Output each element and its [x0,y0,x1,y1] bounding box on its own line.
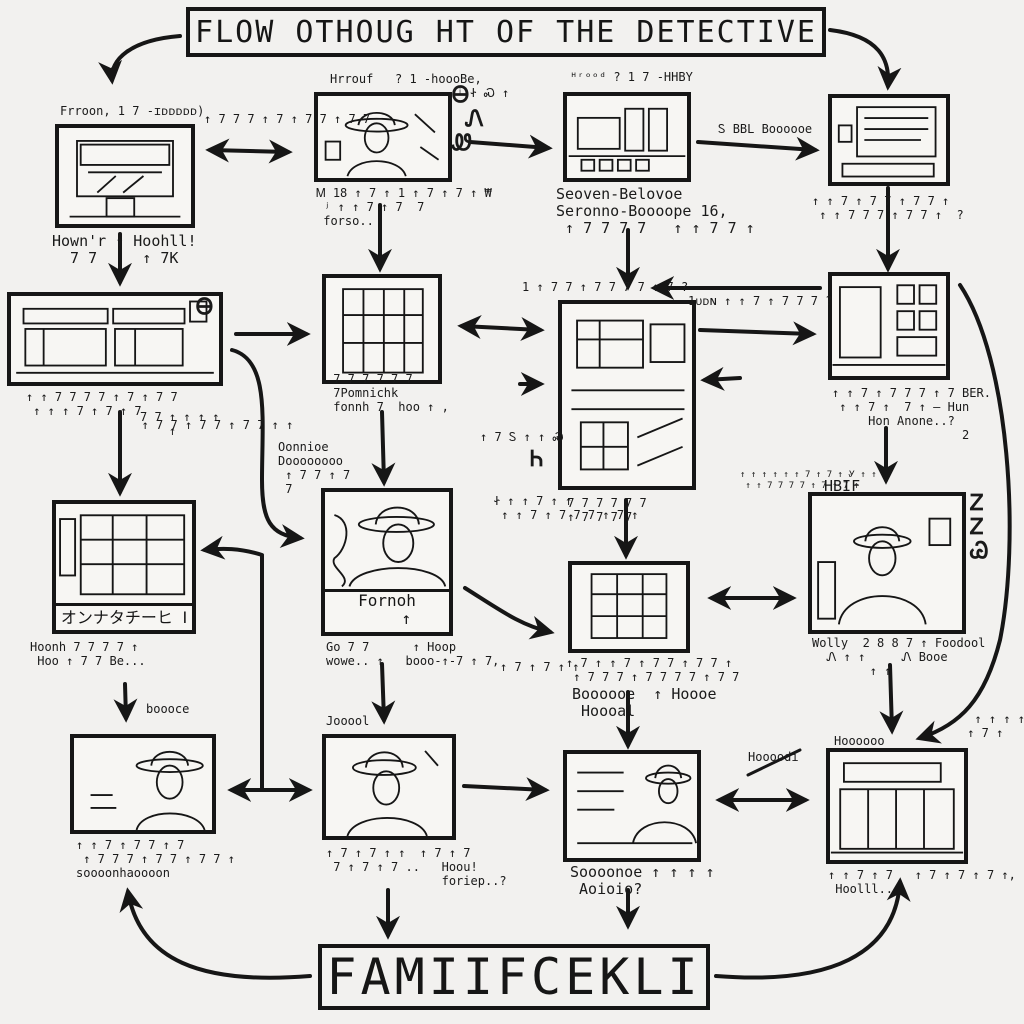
edge-note: Hoooodi [748,750,799,764]
node-r4c1 [70,734,216,834]
connector-arrow [462,777,550,802]
node-r1c4 [828,94,950,186]
connector-arrow [879,663,904,735]
node-inner-label: Fornoh ↑ [325,589,449,632]
storefront-sketch [830,762,964,854]
detective-closeup-sketch [332,506,447,588]
connector-arrow [371,662,396,725]
node-r3c1: オンナタチーヒ Ⅰ [52,500,196,634]
edge-note: ↑ ↑ ↑ ↑ ↑ ↑ 7 ↑ 7 ↑ Ꮍ ↑ ↑ ↑ ↑ 7 7 7 7 ↑ … [740,470,877,491]
node-caption: Hrrouf ? 1 -hoooBe, [330,72,482,86]
archive-sketch [590,573,668,639]
shop-street-sketch [16,300,214,374]
edge-note: ʲ Ꮠ Ꮝ ↑ [456,86,510,100]
diagram-footer-box: FAMIIFCEKLI [318,944,710,1010]
node-r4c4 [826,748,968,864]
connector-arrow [457,314,545,342]
node-r4c2 [322,734,456,840]
edge-note: Jooool [326,714,370,728]
edge-glyph: Ꮎ [196,295,214,320]
edge-note: HBIF [824,477,861,495]
connector-arrow [714,877,911,980]
connector-arrow [696,136,820,161]
connector-arrow [828,28,902,91]
node-r1c1 [55,124,195,228]
connector-arrow [230,348,305,549]
node-caption: ↑ 7 ↑ 7 ↑ ↑ ↑ 7 ↑ 7 7 ↑ 7 ↑ 7 .. Hoou! f… [326,846,507,888]
node-caption: Wolly 2 8 8 7 ↑ Foodool Ꮑ ↑ ↑ Ꮑ Booe ↑ ↑ [812,636,986,678]
node-inner-label: オンナタチーヒ Ⅰ [56,603,192,630]
node-caption: ↑ ↑ 7 ↑ 7 ↑ 7 ↑ 7 ↑ 7 ↑, Hoolll.. [828,868,1016,896]
building-sketch [342,288,424,374]
edge-note: Ꮪ BBL Boooooe [718,122,813,136]
edge-note: Hoooooo [834,734,885,748]
shop-interior-sketch [59,514,186,596]
node-r2c1 [7,292,223,386]
node-caption: Frroon, 1 7 -ɪᴅᴅᴅᴅᴅ) [60,104,205,118]
connector-arrow [98,34,182,85]
node-caption: ↑ ↑ 7 ↑ 7 7 ↑ 7 ↑ 7 7 7 ↑ 7 7 ↑ 7 7 ↑ so… [76,838,235,880]
connector-arrow [119,887,312,980]
node-r2c3 [558,300,696,490]
node-caption: 7 7 7 7 7 7 7Pomnichk fonnh 7 hoo ↑ , [333,372,449,414]
street-corner-sketch [832,284,946,366]
edge-glyph: Ꮒ [530,447,544,472]
node-r2c2 [322,274,442,384]
node-caption: ᴴʳᵒᵒᵈ ? 1 7 -HHBY [570,70,693,84]
node-caption: Seoven-Belovoe Seronno-Boooope 16, ↑ 7 7… [556,185,755,237]
detective-hat-sketch [90,751,206,830]
storefront-sketch [69,140,181,218]
node-r1c3 [563,92,691,182]
node-caption: Hoonh 7 7 7 7 ↑ Hoo ↑ 7 7 Be... [30,640,146,668]
connector-arrow [113,682,138,723]
node-r3c4 [808,492,966,634]
connector-line [746,748,802,777]
node-r4c3 [563,750,701,862]
connector-arrow [468,134,553,159]
node-caption: Go 7 7 ↑ Hoop wowe.. ↑ booo-↑-7 ↑ 7, [326,640,500,668]
node-caption: ↑ ↑ 7 7 7 7 ↑ 7 ↑ 7 7 ↑ ↑ ↑ 7 ↑ 7 ↑ 7 ↑ … [26,390,294,432]
node-r3c3 [568,561,690,653]
node-r3c2: Fornoh ↑ [321,488,453,636]
edge-glyph: Ꮎ Ꮑ Ꮺ [452,83,484,156]
detective-portrait-sketch [346,750,439,836]
connector-arrow [700,366,742,391]
edge-glyph: Ꮓ Ꮓ Ꮚ [970,491,989,564]
connector-arrow [371,410,396,487]
edge-note: ↑ ↑ ↑ ↑ 7 ↑ 7 ↑ [967,712,1024,740]
detective-figure-sketch [817,517,952,625]
edge-note: boooce [146,702,190,716]
node-caption: Soooonoe ↑ ↑ ↑ ↑ Aoioio? [570,863,715,898]
edge-note: Ꮠ ↑ ↑ 7 ↑ ↑ ↑ ↑ 7 ↑ 7 7 7 ↑ 7 ↑ [494,494,639,522]
edge-note: 7 7 ↑ ↑ ↑ ↑ ↑ [140,410,220,438]
edge-note: ↑ 7 7 7 ↑ 7 ↑ 7 7 ↑ 7 7 [204,112,371,126]
computer-desk-sketch [568,107,686,172]
node-caption: Hown'r ↑ Hoohll! 7 7 ↑ 7K [52,232,197,267]
office-board-sketch [837,106,937,178]
node-r1c2 [314,92,452,182]
edge-note: ↑ 7 ↑ 7 ↑ ↑ [500,660,580,674]
connector-arrow [205,138,293,164]
detective-portrait-sketch [324,112,440,177]
node-caption: 1 ↑ 7 7 ↑ 7 7 7 7 ↑ 7 ? [522,280,689,294]
node-caption: ↑ 7 ↑ ↑ 7 ↑ 7 7 ↑ 7 7 ↑ ↑ 7 7 7 ↑ 7 7 7 … [566,656,740,684]
edge-note: Boooooe ↑ Hoooe Hoooal [572,685,717,720]
connector-arrow [463,586,555,640]
connector-arrow [698,321,817,346]
connector-arrow [200,535,264,560]
node-caption: 7 7 7 7 7 7 ↑ 7 7 7 7 [567,496,647,524]
edge-note: 1ᴜᴅɴ ↑ ↑ 7 ↑ 7 7 7 ? [688,294,833,308]
node-caption: ↑ ↑ 7 ↑ 7 7 ↑ 7 7 ↑ ↑ ↑ 7 7 7 ↑ 7 7 ↑ ? [812,194,964,222]
edge-note: ↑ 7 Ꮪ ↑ ↑ Ꮝ [480,430,564,444]
connector-arrow [915,283,1012,744]
node-caption: Ꮇ 18 ↑ 7 ↑ 1 ↑ 7 ↑ 7 ↑ ₩ ʲ ↑ ↑ 7 ↑ 7 7 f… [316,186,492,228]
detective-office-sketch [577,764,697,845]
edge-note: Oonnioe Doooooooo ↑ 7 7 ↑ 7 7 [278,440,351,496]
city-map-sketch [571,319,686,471]
node-caption: ↑ ↑ 7 ↑ 7 7 7 ↑ 7 BER. ↑ ↑ 7 ↑ 7 ↑ — Hun… [832,386,991,442]
diagram-title: FLOW OTHOUG HT OF THE DETECTIVE [186,7,826,57]
node-r2c4 [828,272,950,380]
